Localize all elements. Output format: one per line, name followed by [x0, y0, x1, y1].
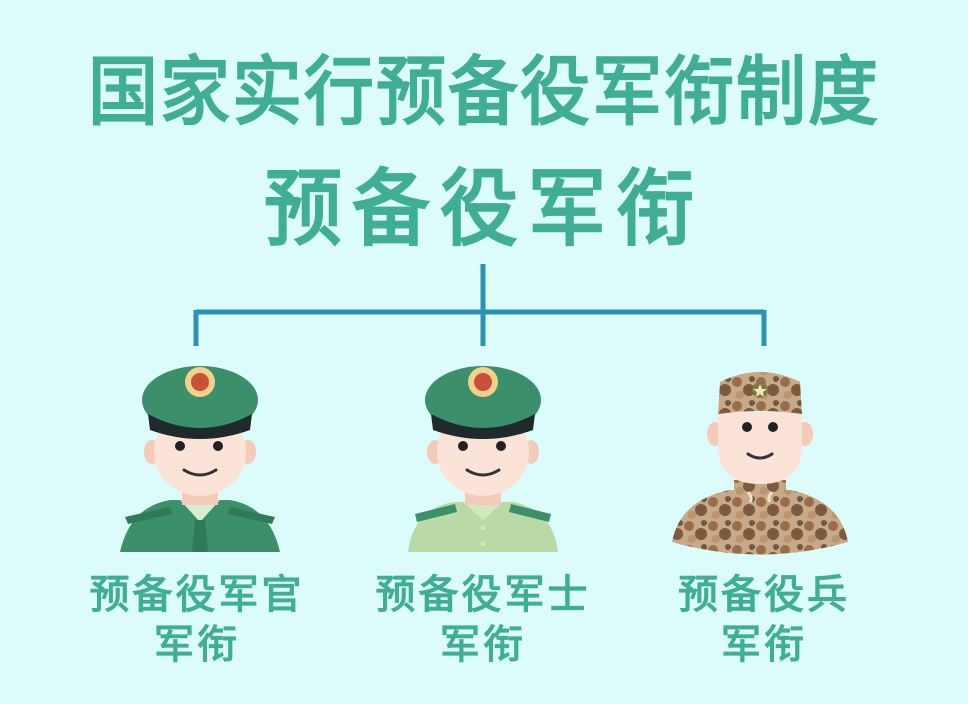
branch-nco-label: 预备役军士 军衔 [343, 570, 623, 670]
subtitle: 预备役军衔 [263, 161, 704, 259]
branch-officer-label: 预备役军官 军衔 [57, 570, 337, 670]
branch-nco-line2: 军衔 [440, 622, 526, 668]
soldier-avatar [660, 352, 860, 562]
main-title: 国家实行预备役军衔制度 [88, 47, 880, 137]
branch-nco-line1: 预备役军士 [375, 572, 591, 618]
branch-officer-line1: 预备役军官 [89, 572, 305, 618]
branch-soldier-line2: 军衔 [721, 622, 807, 668]
officer-avatar [100, 352, 300, 562]
branch-officer-line2: 军衔 [154, 622, 240, 668]
branch-soldier-line1: 预备役兵 [678, 572, 850, 618]
nco-avatar [383, 352, 583, 562]
branch-soldier-label: 预备役兵 军衔 [624, 570, 904, 670]
